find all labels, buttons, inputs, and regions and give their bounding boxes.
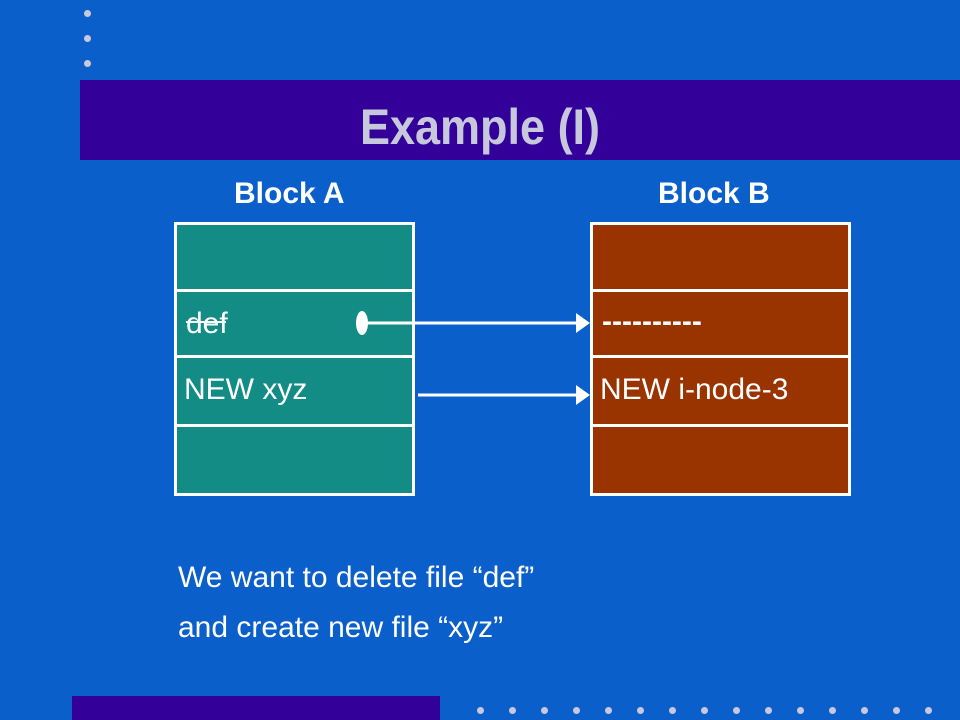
block-b bbox=[590, 222, 851, 496]
block-b-divider bbox=[590, 289, 851, 292]
block-a-entry-def: def bbox=[186, 307, 228, 340]
footer-bar bbox=[72, 696, 440, 720]
block-a-divider bbox=[174, 424, 415, 427]
caption-line-1: We want to delete file “def” bbox=[178, 561, 535, 594]
block-a-label: Block A bbox=[234, 177, 345, 210]
block-b-divider bbox=[590, 355, 851, 358]
pointer-arrowhead-def bbox=[576, 313, 590, 333]
slide-title: Example (I) bbox=[359, 99, 601, 155]
block-a-entry-xyz: NEW xyz bbox=[184, 373, 308, 406]
block-b-label: Block B bbox=[658, 177, 770, 210]
pointer-arrowhead-xyz bbox=[576, 385, 590, 405]
block-b-entry-inode: NEW i-node-3 bbox=[600, 373, 789, 406]
block-b-divider bbox=[590, 424, 851, 427]
block-a bbox=[174, 222, 415, 496]
block-a-divider bbox=[174, 289, 415, 292]
title-bar bbox=[80, 80, 960, 160]
block-a-divider bbox=[174, 355, 415, 358]
block-b-entry-cleared: ---------- bbox=[602, 305, 702, 338]
strikethrough-line bbox=[186, 321, 226, 323]
caption-line-2: and create new file “xyz” bbox=[178, 611, 504, 644]
